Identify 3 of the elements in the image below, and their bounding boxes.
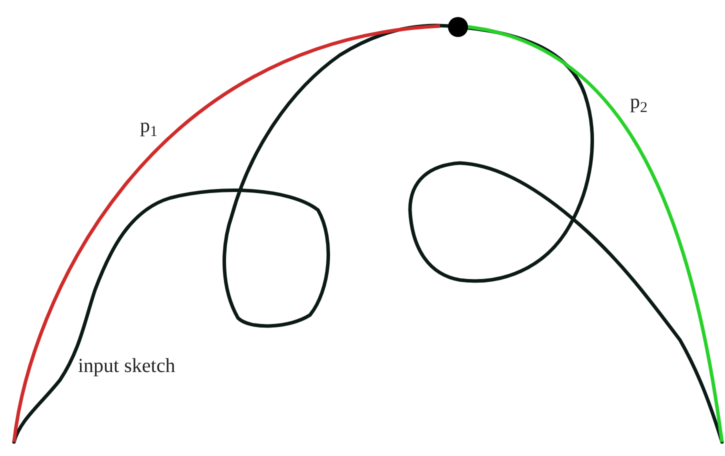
curve-label: p$_{2}$ [630, 92, 648, 112]
curve-label: input sketch [78, 356, 176, 376]
curve-label: p$_{1}$ [140, 116, 158, 136]
